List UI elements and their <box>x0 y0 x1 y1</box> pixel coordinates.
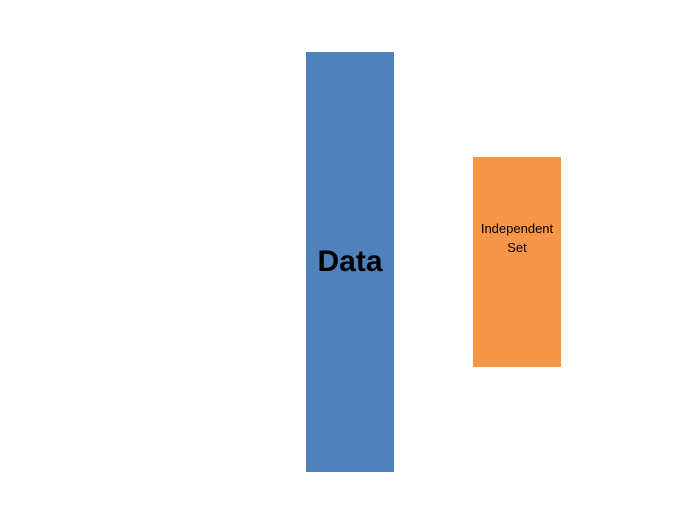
data-block: Data <box>306 52 394 472</box>
data-block-label: Data <box>317 245 383 278</box>
independent-set-block: Independent Set <box>473 157 561 367</box>
independent-set-block-label: Independent Set <box>480 221 554 255</box>
